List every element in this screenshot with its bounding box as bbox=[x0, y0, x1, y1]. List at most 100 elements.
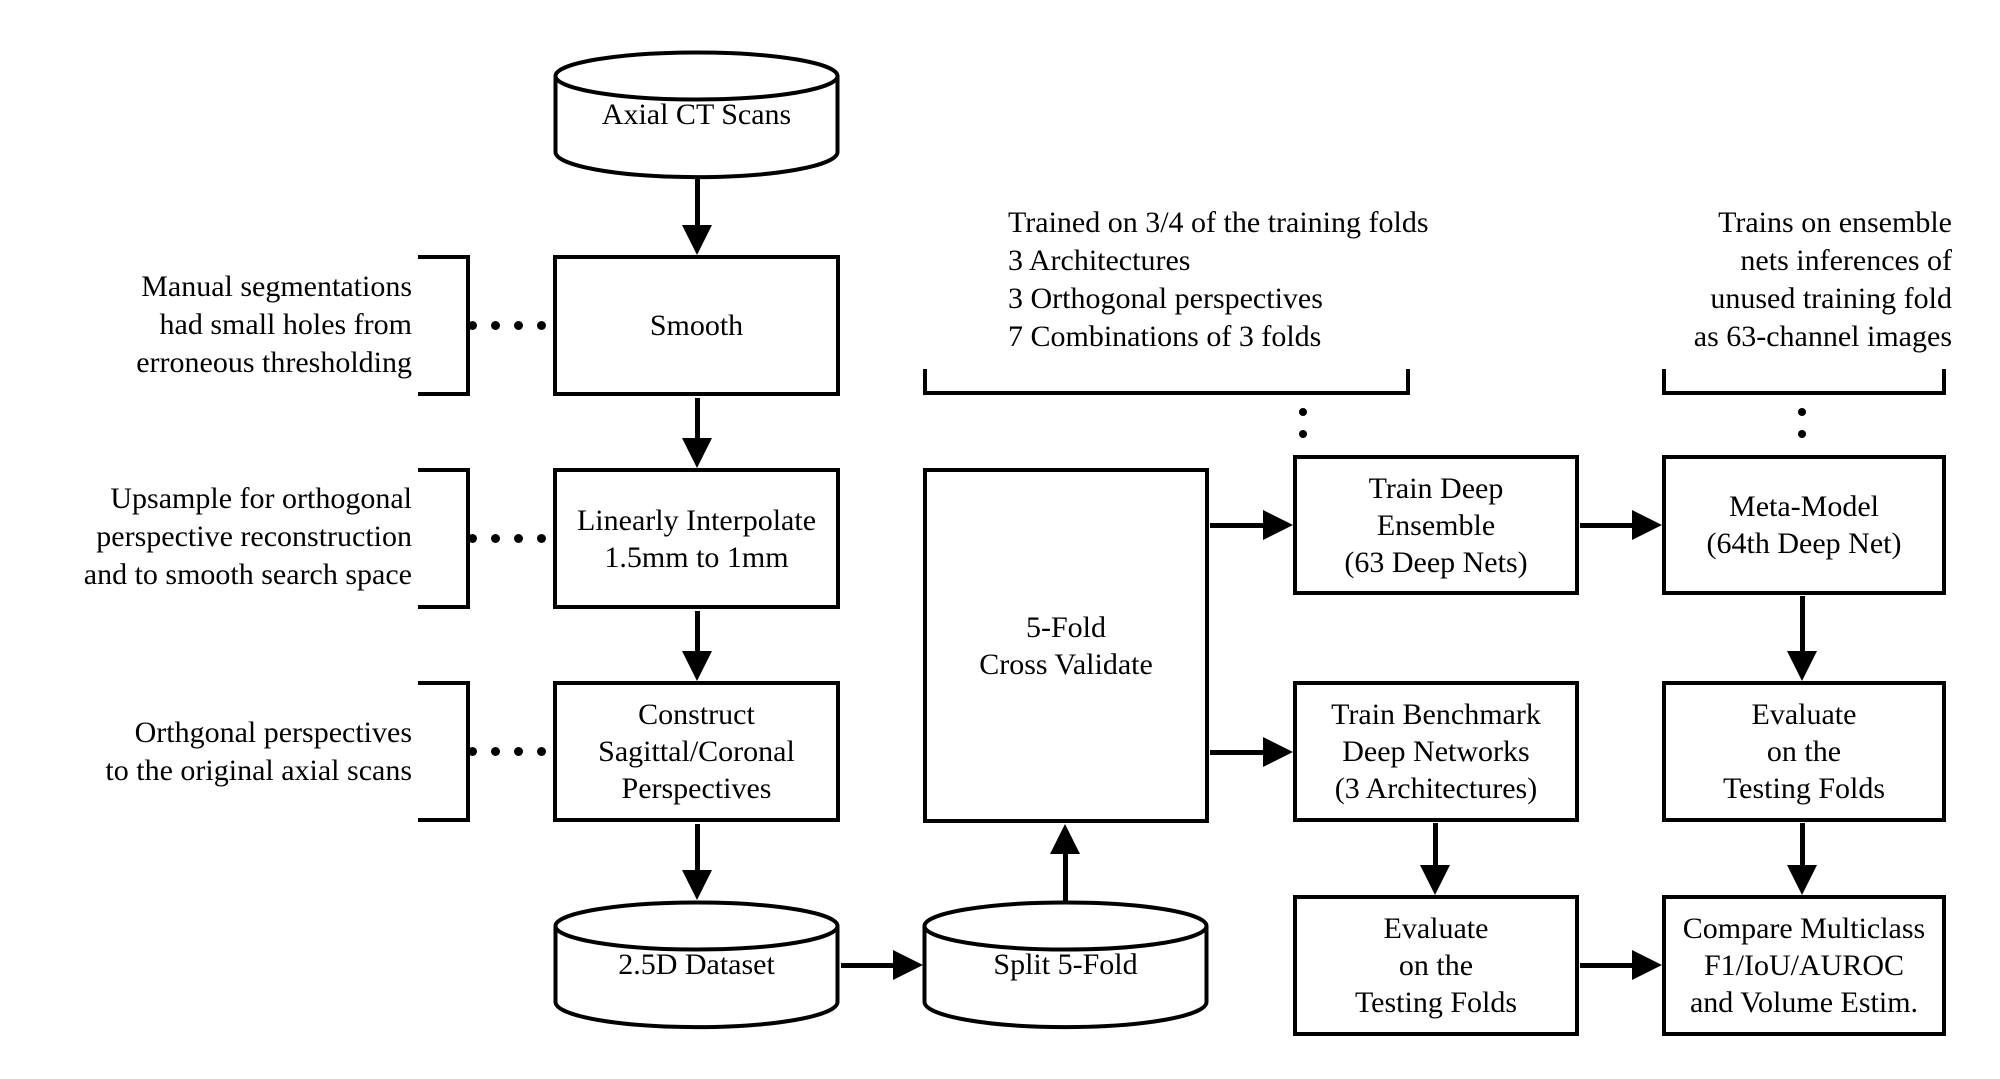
arrow-interpolate-to-construct bbox=[694, 611, 700, 653]
box-label-line: Ensemble bbox=[1376, 508, 1496, 542]
box-label-line: Perspectives bbox=[621, 772, 772, 805]
box-label-line: Compare Multiclass bbox=[1682, 912, 1926, 945]
box-label-line: Cross Validate bbox=[979, 647, 1153, 681]
arrowhead-down bbox=[682, 225, 712, 255]
horizontal-ellipsis bbox=[468, 321, 546, 330]
box-label-line: (3 Architectures) bbox=[1334, 772, 1538, 805]
arrow-benchmark-to-evaluate bbox=[1432, 823, 1438, 867]
arrow-dataset-to-split bbox=[841, 962, 895, 968]
box-label-line: Train Deep bbox=[1368, 471, 1504, 505]
annotation-line: had small holes from bbox=[159, 308, 412, 341]
annotation-line: as 63-channel images bbox=[1693, 320, 1952, 353]
arrowhead-right bbox=[893, 950, 923, 980]
arrowhead-right bbox=[1263, 737, 1293, 767]
cylinder-label: Axial CT Scans bbox=[601, 98, 792, 131]
cylinder-shape bbox=[922, 900, 1209, 1030]
arrow-evaluate-to-compare-results bbox=[1580, 962, 1633, 968]
construct-perspectives-box: Construct Sagittal/Coronal Perspectives bbox=[553, 681, 840, 822]
vertical-ellipsis bbox=[1798, 408, 1806, 438]
evaluate-benchmark-box: Evaluate on the Testing Folds bbox=[1293, 895, 1579, 1036]
box-label-line: 1.5mm to 1mm bbox=[604, 540, 789, 574]
arrow-crossvalidate-to-ensemble bbox=[1210, 522, 1264, 528]
meta-model-box: Meta-Model (64th Deep Net) bbox=[1662, 455, 1946, 595]
box-label-line: Evaluate bbox=[1751, 698, 1857, 731]
arrowhead-down bbox=[1787, 651, 1817, 681]
annotation-line: nets inferences of bbox=[1740, 244, 1952, 277]
box-label-line: Meta-Model bbox=[1729, 490, 1879, 523]
annotation-line: Manual segmentations bbox=[141, 270, 412, 303]
box-label-line: Deep Networks bbox=[1342, 735, 1530, 768]
train-deep-ensemble-box: Train Deep Ensemble (63 Deep Nets) bbox=[1293, 455, 1579, 595]
cross-validate-box: 5-Fold Cross Validate bbox=[923, 468, 1209, 823]
underbrace-meta-training bbox=[1662, 369, 1946, 395]
dataset-25d-cylinder: 2.5D Dataset bbox=[553, 900, 840, 1030]
arrowhead-down bbox=[682, 870, 712, 900]
cylinder-shape bbox=[553, 50, 840, 180]
evaluate-meta-box: Evaluate on the Testing Folds bbox=[1662, 681, 1946, 822]
vertical-ellipsis bbox=[1299, 408, 1307, 438]
annotation-line: 3 Orthogonal perspectives bbox=[1008, 282, 1323, 315]
annotation-line: 3 Architectures bbox=[1008, 244, 1191, 277]
annotation-line: Orthgonal perspectives bbox=[134, 716, 412, 749]
train-benchmark-box: Train Benchmark Deep Networks (3 Archite… bbox=[1293, 681, 1579, 822]
box-label-line: Construct bbox=[638, 698, 755, 731]
cylinder-label: Split 5-Fold bbox=[993, 948, 1138, 981]
box-label-line: on the bbox=[1398, 949, 1474, 982]
split-5fold-cylinder: Split 5-Fold bbox=[922, 900, 1209, 1030]
annotation-line: perspective reconstruction bbox=[96, 520, 412, 553]
cylinder-shape bbox=[553, 900, 840, 1030]
arrowhead-right bbox=[1632, 510, 1662, 540]
bracket-manual-segmentations bbox=[418, 255, 470, 396]
box-label-line: Evaluate bbox=[1383, 912, 1489, 945]
annotation-line: Upsample for orthogonal bbox=[110, 482, 412, 515]
box-label-line: and Volume Estim. bbox=[1689, 986, 1919, 1019]
arrow-smooth-to-interpolate bbox=[694, 398, 700, 440]
annotation-ensemble-training: Trained on 3/4 of the training folds 3 A… bbox=[1008, 204, 1528, 356]
annotation-line: 7 Combinations of 3 folds bbox=[1008, 320, 1322, 353]
underbrace-ensemble-training bbox=[923, 369, 1410, 395]
axial-ct-scans-cylinder: Axial CT Scans bbox=[553, 50, 840, 180]
box-label-line: Testing Folds bbox=[1354, 986, 1518, 1019]
arrow-construct-to-dataset bbox=[694, 824, 700, 872]
annotation-line: to the original axial scans bbox=[105, 754, 412, 787]
arrow-metamodel-to-evaluate bbox=[1799, 596, 1805, 653]
linearly-interpolate-box: Linearly Interpolate 1.5mm to 1mm bbox=[553, 468, 840, 609]
annotation-manual-segmentations: Manual segmentations had small holes fro… bbox=[40, 268, 412, 382]
annotation-line: Trained on 3/4 of the training folds bbox=[1008, 206, 1429, 239]
annotation-orthogonal: Orthgonal perspectives to the original a… bbox=[40, 714, 412, 790]
box-label-line: Sagittal/Coronal bbox=[598, 735, 795, 768]
annotation-line: unused training fold bbox=[1710, 282, 1952, 315]
arrowhead-right bbox=[1263, 510, 1293, 540]
bracket-orthogonal bbox=[418, 681, 470, 822]
horizontal-ellipsis bbox=[468, 747, 546, 756]
bracket-upsample bbox=[418, 468, 470, 609]
box-label-line: (64th Deep Net) bbox=[1706, 527, 1902, 560]
annotation-line: Trains on ensemble bbox=[1718, 206, 1952, 239]
box-label-line: Linearly Interpolate bbox=[576, 503, 817, 537]
arrowhead-down bbox=[1787, 865, 1817, 895]
box-label-line: Testing Folds bbox=[1722, 772, 1886, 805]
arrow-split-to-crossvalidate bbox=[1062, 850, 1068, 902]
arrowhead-down bbox=[682, 651, 712, 681]
box-label-line: (63 Deep Nets) bbox=[1344, 545, 1528, 579]
box-label: Smooth bbox=[649, 309, 744, 342]
arrow-scans-to-smooth bbox=[694, 177, 700, 227]
annotation-upsample: Upsample for orthogonal perspective reco… bbox=[40, 480, 412, 594]
box-label-line: 5-Fold bbox=[1025, 610, 1106, 644]
annotation-line: and to smooth search space bbox=[83, 558, 412, 591]
arrow-ensemble-to-metamodel bbox=[1580, 522, 1633, 528]
arrowhead-down bbox=[1420, 865, 1450, 895]
annotation-line: erroneous thresholding bbox=[136, 346, 412, 379]
cylinder-label: 2.5D Dataset bbox=[618, 948, 775, 981]
compare-results-box: Compare Multiclass F1/IoU/AUROC and Volu… bbox=[1662, 895, 1946, 1036]
box-label-line: on the bbox=[1766, 735, 1842, 768]
arrow-crossvalidate-to-benchmark bbox=[1210, 749, 1264, 755]
annotation-meta-training: Trains on ensemble nets inferences of un… bbox=[1530, 204, 1952, 356]
box-label-line: Train Benchmark bbox=[1331, 698, 1541, 731]
box-label-line: F1/IoU/AUROC bbox=[1703, 949, 1905, 982]
arrowhead-down bbox=[682, 438, 712, 468]
horizontal-ellipsis bbox=[468, 534, 546, 543]
smooth-box: Smooth bbox=[553, 255, 840, 396]
arrowhead-right bbox=[1632, 950, 1662, 980]
